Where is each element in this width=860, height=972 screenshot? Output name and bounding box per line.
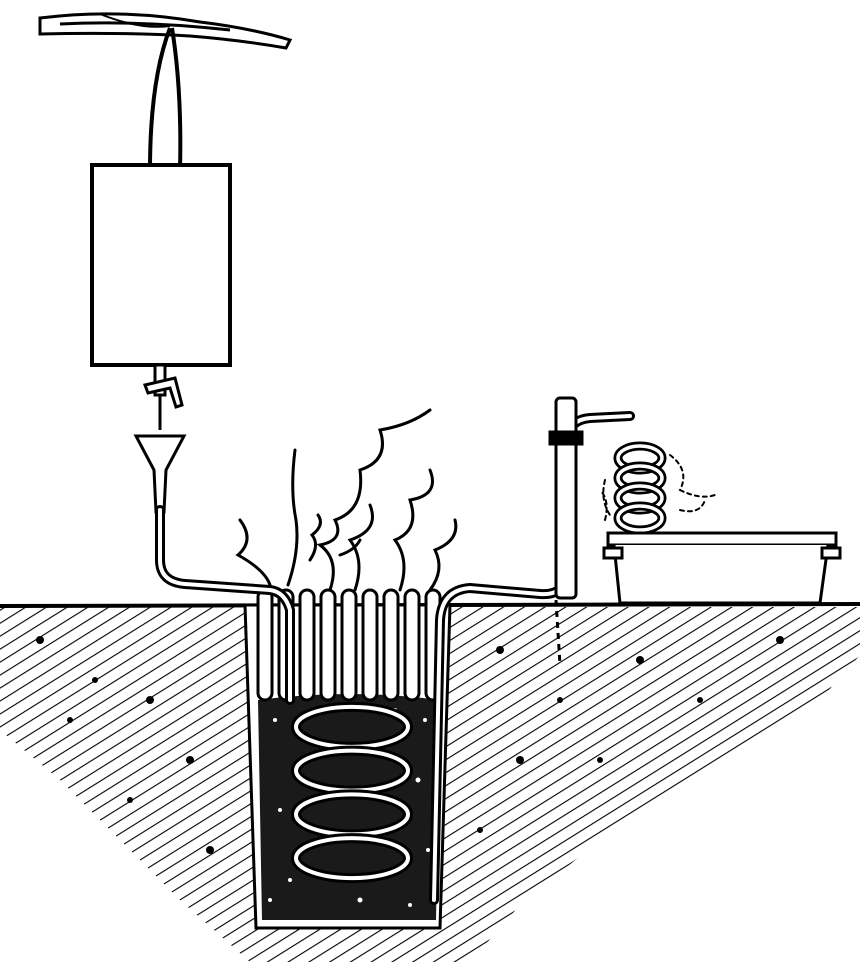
pipe-coil (291, 701, 413, 884)
stopcock (142, 363, 184, 430)
pipe-clamp (548, 430, 584, 446)
soil-specks (36, 636, 784, 854)
coil-turn (294, 836, 410, 881)
cooling-coil (613, 441, 667, 535)
smoke (235, 408, 458, 592)
steam (599, 454, 716, 521)
coil-turn (616, 504, 664, 532)
funnel (133, 434, 187, 514)
branch (38, 12, 293, 50)
hanging-strap (148, 27, 183, 171)
feed-pipe (155, 505, 295, 705)
tub (602, 531, 842, 605)
pipe-stand (548, 396, 584, 666)
water-tank (90, 163, 232, 367)
